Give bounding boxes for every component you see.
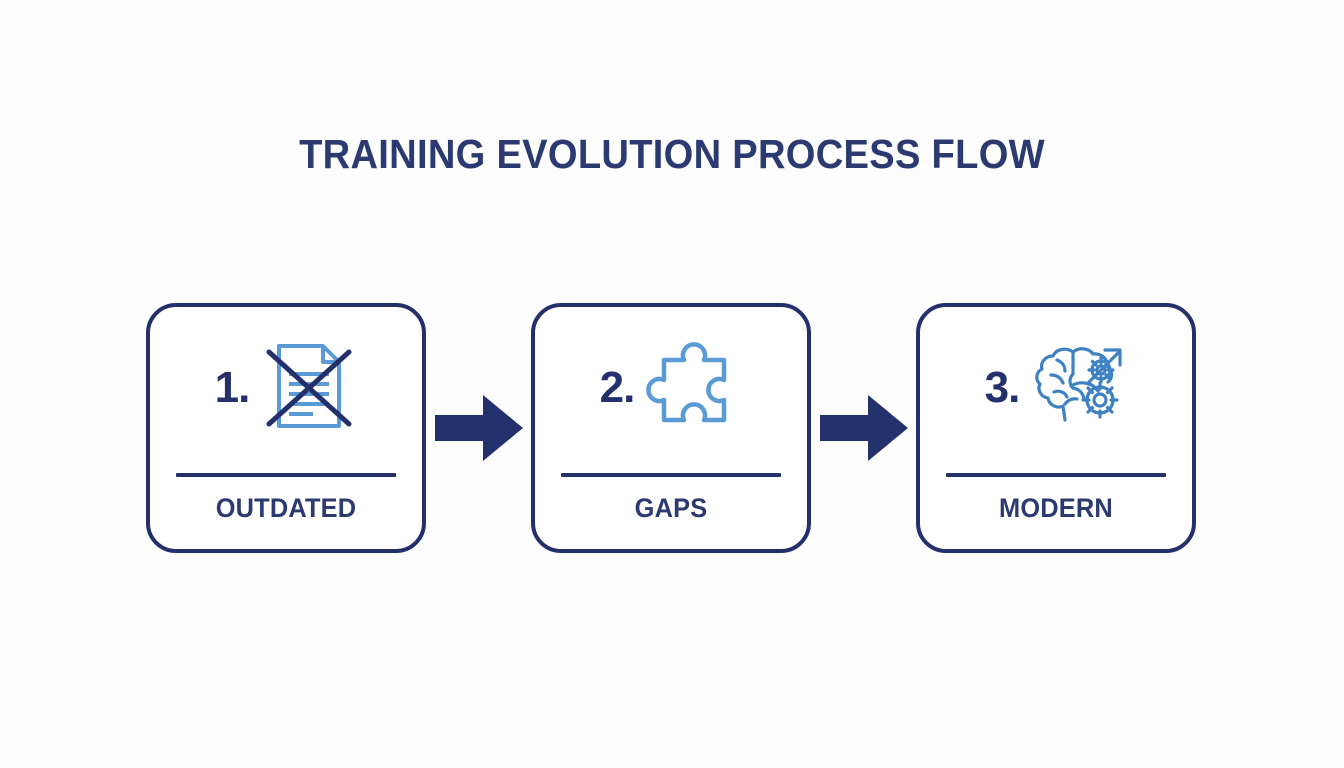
step-2-label: GAPS <box>634 493 708 523</box>
process-step-card-2[interactable]: 2. GAPS <box>531 303 811 553</box>
step-2-divider <box>561 473 781 477</box>
step-2-number: 2. <box>599 363 636 412</box>
step-2-header: 2. <box>535 307 807 465</box>
arrow-right-icon-2 <box>811 383 916 473</box>
step-3-divider <box>946 473 1166 477</box>
step-1-divider <box>176 473 396 477</box>
step-1-header: 1. <box>150 307 422 465</box>
arrow-right-icon-1 <box>426 383 531 473</box>
page-title: TRAINING EVOLUTION PROCESS FLOW <box>299 131 1045 177</box>
step-1-label: OUTDATED <box>215 493 357 523</box>
step-3-label: MODERN <box>999 493 1113 523</box>
process-step-card-1[interactable]: 1. <box>146 303 426 553</box>
crossed-out-document-icon <box>257 334 361 438</box>
brain-gears-growth-icon <box>1027 334 1131 438</box>
puzzle-piece-icon <box>642 334 746 438</box>
step-3-header: 3. <box>920 307 1192 465</box>
process-step-card-3[interactable]: 3. <box>916 303 1196 553</box>
step-1-number: 1. <box>214 363 251 412</box>
process-flow: 1. <box>146 303 1196 553</box>
step-3-number: 3. <box>984 363 1021 412</box>
